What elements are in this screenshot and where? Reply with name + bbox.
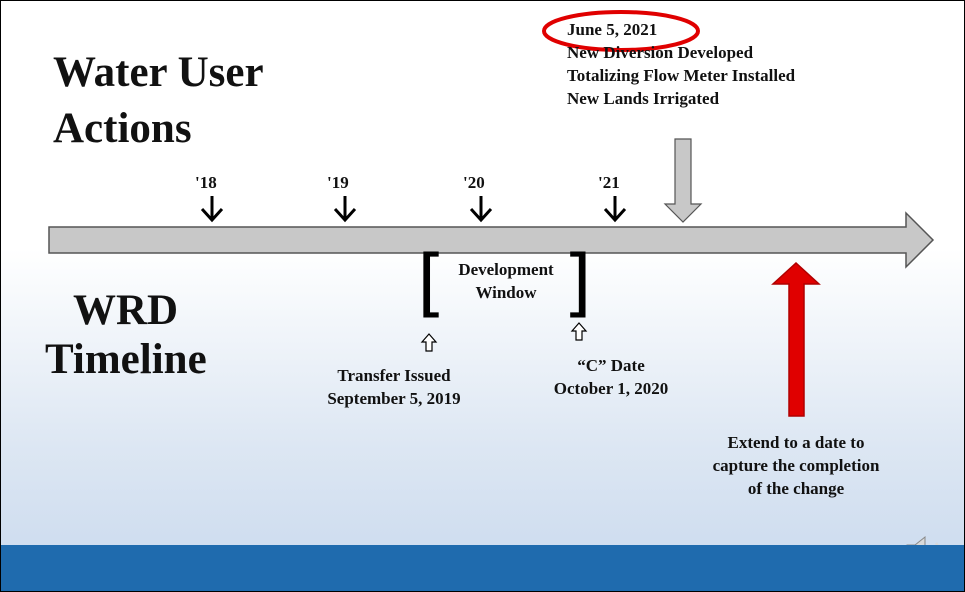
year-arrow-20 [469, 196, 493, 223]
title-line-1: Water User [53, 49, 264, 96]
transfer-issued-label: Transfer Issued September 5, 2019 [294, 365, 494, 411]
year-label-20: '20 [463, 173, 485, 192]
dev-window-line-2: Window [475, 282, 537, 302]
event-line-3: New Lands Irrigated [567, 88, 720, 108]
transfer-line-2: September 5, 2019 [327, 388, 461, 408]
title-line-2: Actions [53, 104, 192, 152]
year-arrow-21 [603, 196, 627, 223]
transfer-up-arrow [420, 333, 438, 352]
wrd-title-line-1: WRD [73, 287, 179, 334]
event-block: June 5, 2021 New Diversion Developed Tot… [567, 19, 795, 111]
event-down-arrow [663, 138, 703, 223]
event-date: June 5, 2021 [567, 20, 658, 39]
year-label-19: '19 [327, 173, 349, 192]
event-line-1: New Diversion Developed [567, 42, 754, 62]
year-label-21: '21 [598, 173, 620, 192]
timeline-arrow [48, 211, 935, 269]
right-bracket: ] [563, 240, 592, 326]
cdate-up-arrow [570, 322, 588, 341]
c-date-line-2: October 1, 2020 [553, 378, 669, 398]
extend-line-2: capture the completion [712, 455, 880, 475]
c-date-label: “C” Date October 1, 2020 [521, 355, 701, 401]
transfer-line-1: Transfer Issued [337, 366, 451, 385]
development-window-label: Development Window [431, 259, 581, 305]
c-date-line-1: “C” Date [577, 356, 645, 375]
event-line-2: Totalizing Flow Meter Installed [567, 65, 796, 85]
extend-note: Extend to a date to capture the completi… [671, 432, 921, 501]
extend-up-arrow [771, 261, 821, 417]
date-highlight-ellipse [542, 10, 700, 52]
footer-bar [1, 545, 964, 591]
water-user-actions-title: Water User Actions [53, 45, 264, 157]
year-label-18: '18 [195, 173, 217, 192]
extend-line-3: of the change [747, 478, 845, 498]
dev-window-line-1: Development [458, 260, 554, 279]
year-arrow-18 [200, 196, 224, 223]
wrd-title-line-2: Timeline [45, 336, 207, 383]
left-bracket: [ [417, 240, 446, 326]
year-arrow-19 [333, 196, 357, 223]
extend-line-1: Extend to a date to [727, 433, 865, 452]
